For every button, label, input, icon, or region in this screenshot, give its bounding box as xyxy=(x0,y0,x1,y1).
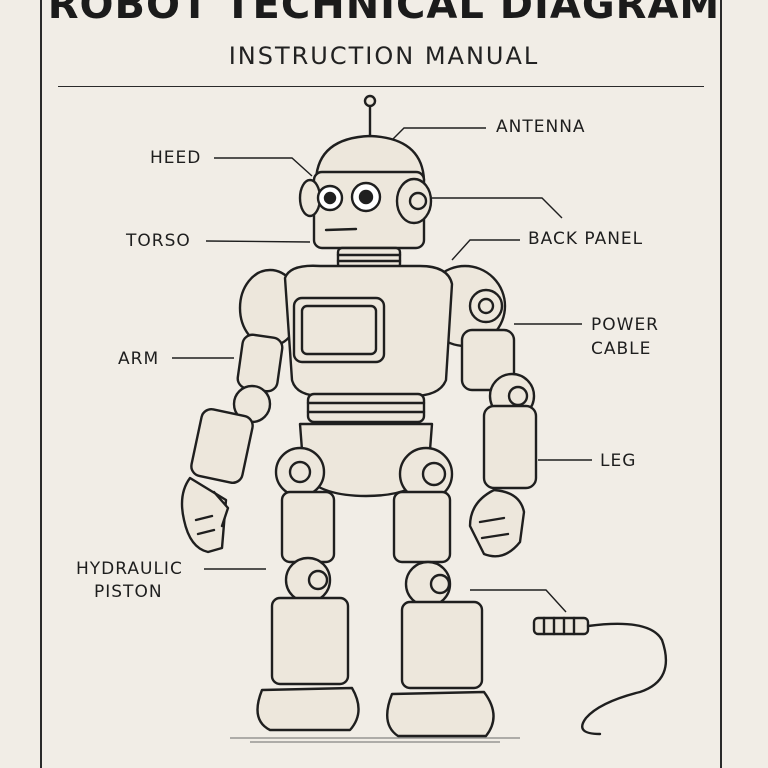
right-pupil xyxy=(358,189,374,205)
left-pupil xyxy=(323,191,337,205)
page-subtitle: INSTRUCTION MANUAL xyxy=(228,42,540,70)
header-divider xyxy=(58,86,704,87)
head-dome xyxy=(314,134,426,182)
leader-ear xyxy=(432,197,563,219)
label-leg: LEG xyxy=(600,451,637,471)
label-power-cable-line1: POWER xyxy=(591,315,659,335)
leader-cable-plug xyxy=(470,589,567,613)
left-upper-arm xyxy=(236,333,284,393)
left-shin xyxy=(270,596,350,686)
waist-ring xyxy=(306,392,426,424)
label-torso: TORSO xyxy=(126,231,191,251)
page-frame xyxy=(40,0,722,768)
label-hydraulic-line2: PISTON xyxy=(94,582,163,602)
antenna-tip xyxy=(363,94,377,108)
label-back-panel: BACK PANEL xyxy=(528,229,644,249)
mouth xyxy=(324,227,358,232)
leader-back-panel xyxy=(451,239,520,261)
right-forearm xyxy=(482,404,538,490)
leader-heed xyxy=(214,157,313,177)
right-shin xyxy=(400,600,484,690)
label-arm: ARM xyxy=(118,349,160,369)
right-foot xyxy=(386,690,495,738)
right-ear-inner xyxy=(408,191,428,211)
right-upper-arm xyxy=(460,328,516,392)
label-heed: HEED xyxy=(150,148,202,168)
page-title: ROBOT TECHNICAL DIAGRAM xyxy=(47,0,721,28)
label-hydraulic-line1: HYDRAULIC xyxy=(76,559,183,579)
right-hand xyxy=(468,488,526,558)
leader-torso xyxy=(205,240,311,243)
right-thigh xyxy=(392,490,452,564)
power-cable-cord xyxy=(581,622,667,736)
ground-hatching xyxy=(230,737,520,743)
leader-antenna xyxy=(391,127,486,141)
label-antenna: ANTENNA xyxy=(496,117,586,137)
left-hand xyxy=(180,476,228,554)
cable-connector xyxy=(532,616,590,636)
label-power-cable-line2: CABLE xyxy=(591,339,652,359)
left-forearm xyxy=(190,407,254,485)
left-thigh xyxy=(280,490,336,564)
left-foot xyxy=(256,686,360,732)
